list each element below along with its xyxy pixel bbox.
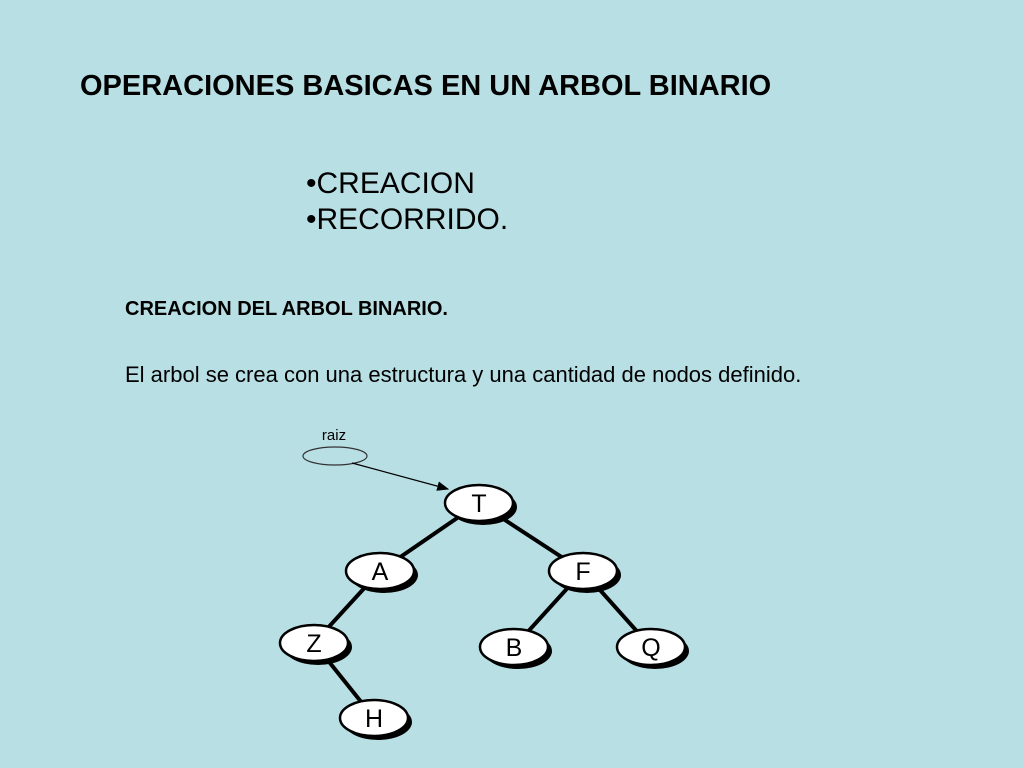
section-subtitle: CREACION DEL ARBOL BINARIO.: [125, 298, 448, 320]
root-pointer: raiz: [302, 427, 450, 491]
tree-node-label: H: [365, 705, 383, 733]
bullet-item-creacion: •CREACION: [306, 167, 475, 200]
tree-node-a: A: [344, 551, 418, 593]
tree-node-label: Q: [641, 634, 660, 662]
tree-node-label: T: [471, 490, 486, 518]
tree-node-ellipse: [478, 627, 550, 667]
tree-node-h: H: [338, 698, 412, 740]
tree-nodes: T A F Z B Q H: [278, 483, 689, 740]
root-pointer-label: raiz: [322, 427, 346, 444]
tree-node-label: A: [372, 558, 389, 586]
tree-node-label: Z: [306, 630, 321, 658]
tree-node-b: B: [478, 627, 552, 669]
tree-node-ellipse: [338, 698, 410, 738]
slide-title: OPERACIONES BASICAS EN UN ARBOL BINARIO: [80, 70, 772, 102]
tree-node-ellipse: [443, 483, 515, 523]
section-description: El arbol se crea con una estructura y un…: [125, 362, 802, 387]
tree-node-z: Z: [278, 623, 352, 665]
tree-node-f: F: [547, 551, 621, 593]
tree-node-label: F: [575, 558, 590, 586]
tree-node-ellipse: [615, 627, 687, 667]
root-pointer-arrow: [351, 462, 450, 491]
root-pointer-ellipse: [302, 446, 368, 466]
tree-node-ellipse: [547, 551, 619, 591]
bullet-item-recorrido: •RECORRIDO.: [306, 203, 509, 236]
tree-edges: [312, 501, 653, 720]
tree-node-q: Q: [615, 627, 689, 669]
tree-node-ellipse: [344, 551, 416, 591]
tree-node-label: B: [506, 634, 523, 662]
tree-node-ellipse: [278, 623, 350, 663]
tree-node-t: T: [443, 483, 517, 525]
bullet-list: •CREACION •RECORRIDO.: [306, 166, 508, 238]
